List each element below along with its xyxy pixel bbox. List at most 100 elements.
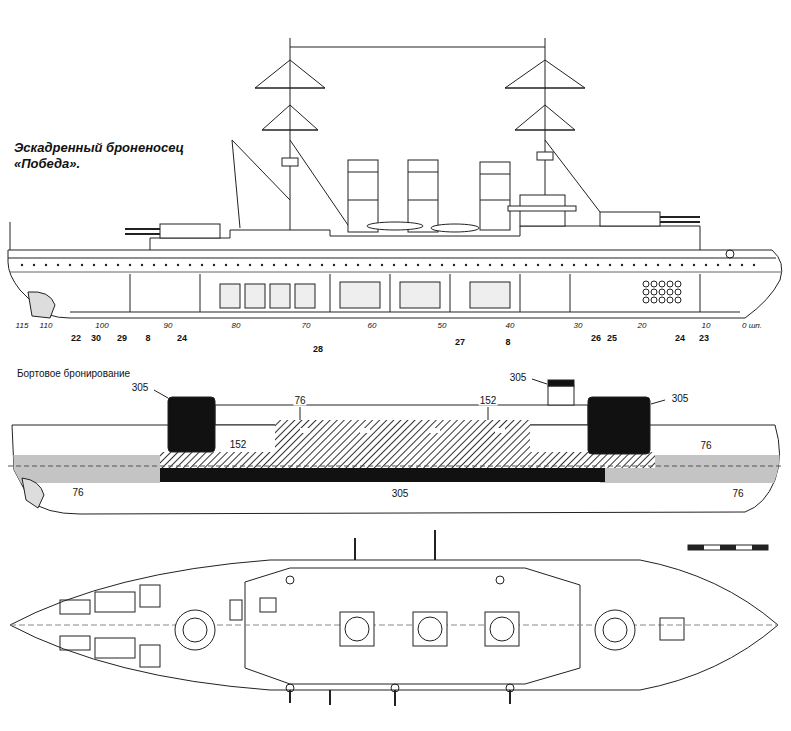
porthole xyxy=(93,264,95,266)
scale-bar xyxy=(688,545,768,550)
shell-stack xyxy=(643,281,649,287)
porthole xyxy=(213,264,215,266)
porthole xyxy=(297,264,299,266)
callout-number: 22 xyxy=(70,334,82,344)
porthole xyxy=(381,264,383,266)
frame-number: 110 xyxy=(39,322,54,331)
porthole xyxy=(81,264,83,266)
porthole xyxy=(585,264,587,266)
frame-number: 60 xyxy=(367,322,378,331)
shell-stack xyxy=(675,289,681,295)
porthole xyxy=(657,264,659,266)
porthole xyxy=(501,264,503,266)
porthole xyxy=(741,264,743,266)
porthole xyxy=(333,264,335,266)
callout-number: 8 xyxy=(504,338,511,348)
shell-stack xyxy=(667,297,673,303)
armor-thickness: 305 xyxy=(509,372,528,383)
armor-thickness: 152 xyxy=(479,395,498,406)
porthole xyxy=(69,264,71,266)
shell-stack xyxy=(651,289,657,295)
callout-number: 26 xyxy=(590,334,602,344)
shell-stack xyxy=(675,281,681,287)
porthole xyxy=(717,264,719,266)
callout-number: 8 xyxy=(144,334,151,344)
armor-thickness: 305 xyxy=(131,382,150,393)
porthole xyxy=(273,264,275,266)
porthole xyxy=(561,264,563,266)
callout-number: 28 xyxy=(312,345,324,355)
porthole xyxy=(405,264,407,266)
porthole xyxy=(177,264,179,266)
porthole xyxy=(597,264,599,266)
porthole xyxy=(369,264,371,266)
callout-number: 30 xyxy=(90,334,102,344)
porthole xyxy=(681,264,683,266)
porthole xyxy=(21,264,23,266)
frame-number: 10 xyxy=(701,322,712,331)
porthole xyxy=(165,264,167,266)
porthole xyxy=(189,264,191,266)
frame-number: 50 xyxy=(437,322,448,331)
frame-number: 30 xyxy=(573,322,584,331)
callout-number: 27 xyxy=(454,338,466,348)
porthole xyxy=(33,264,35,266)
porthole xyxy=(285,264,287,266)
porthole xyxy=(309,264,311,266)
porthole xyxy=(45,264,47,266)
porthole xyxy=(633,264,635,266)
shell-stack xyxy=(651,297,657,303)
porthole xyxy=(669,264,671,266)
porthole xyxy=(477,264,479,266)
callout-number: 24 xyxy=(674,334,686,344)
porthole xyxy=(237,264,239,266)
porthole xyxy=(609,264,611,266)
shell-stack xyxy=(667,289,673,295)
armor-thickness: 76 xyxy=(71,487,84,498)
porthole xyxy=(261,264,263,266)
porthole xyxy=(645,264,647,266)
porthole xyxy=(573,264,575,266)
frame-number: 100 xyxy=(94,322,109,331)
shell-stack xyxy=(667,281,673,287)
armor-thickness: 76 xyxy=(699,440,712,451)
porthole xyxy=(429,264,431,266)
porthole xyxy=(621,264,623,266)
porthole xyxy=(321,264,323,266)
shell-stack xyxy=(659,297,665,303)
shell-stack xyxy=(659,281,665,287)
frame-number: 40 xyxy=(505,322,516,331)
frame-number: 70 xyxy=(301,322,312,331)
frame-number: 20 xyxy=(637,322,648,331)
porthole xyxy=(129,264,131,266)
porthole xyxy=(105,264,107,266)
porthole xyxy=(153,264,155,266)
porthole xyxy=(225,264,227,266)
porthole xyxy=(441,264,443,266)
porthole xyxy=(549,264,551,266)
porthole xyxy=(753,264,755,266)
frame-number: 80 xyxy=(231,322,242,331)
porthole xyxy=(249,264,251,266)
shell-stack xyxy=(643,289,649,295)
porthole xyxy=(117,264,119,266)
title: Эскадренный броненосец «Победа». xyxy=(14,140,204,173)
porthole xyxy=(141,264,143,266)
armor-thickness: 305 xyxy=(391,488,410,499)
porthole xyxy=(465,264,467,266)
armor-thickness: 76 xyxy=(293,395,306,406)
frame-number: 115 xyxy=(15,322,30,331)
callout-number: 29 xyxy=(116,334,128,344)
porthole xyxy=(705,264,707,266)
armor-thickness: 76 xyxy=(731,488,744,499)
porthole xyxy=(729,264,731,266)
shell-stack xyxy=(675,297,681,303)
shell-stack xyxy=(643,297,649,303)
porthole xyxy=(345,264,347,266)
armor-scheme xyxy=(8,379,790,514)
porthole xyxy=(525,264,527,266)
armor-thickness: 152 xyxy=(229,439,248,450)
profile-view xyxy=(8,38,782,318)
frame-number: 0 шп. xyxy=(741,322,763,331)
